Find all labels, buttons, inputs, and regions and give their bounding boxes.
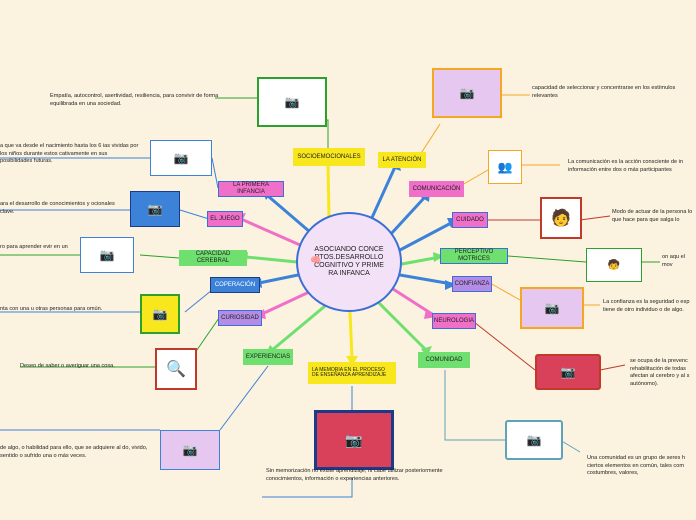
people-icon: 👥 <box>497 160 513 174</box>
spoke-comunicacion <box>388 195 427 237</box>
node-eljuego[interactable]: EL JUEGO <box>207 211 243 227</box>
image-curiosidad[interactable]: 🔍 <box>155 348 197 390</box>
note-memoria: Sin memorización no existe aprendizaje, … <box>266 468 443 482</box>
note-perceptivo: on aqu el mov <box>662 254 686 268</box>
node-comunidad[interactable]: COMUNIDAD <box>418 352 470 368</box>
note-comunicacion: La comunicación es la acción consciente … <box>568 159 684 173</box>
image-capacidad[interactable]: 📷 <box>80 237 134 273</box>
image-experiencias[interactable]: 📷 <box>160 430 220 470</box>
spoke-memoria <box>348 310 354 360</box>
spoke-neurologia <box>391 287 434 316</box>
node-experiencias[interactable]: EXPERIENCIAS <box>243 349 293 365</box>
note-atencion: capacidad de seleccionar y concentrarse … <box>532 85 676 99</box>
note-capacidad: ro para aprender evir en un <box>0 244 68 250</box>
note-curiosidad: Deseo de saber o averiguar una cosa. <box>20 363 115 369</box>
camera-icon: 📷 <box>182 443 198 457</box>
image-primerainfancia[interactable]: 📷 <box>150 140 212 176</box>
note-cuidado: Modo de actuar de la persona lo que hace… <box>612 209 693 223</box>
camera-icon: 📷 <box>152 307 168 321</box>
magnifier-icon: 🔍 <box>166 361 186 378</box>
node-comunicacion[interactable]: COMUNICACIÓN <box>409 181 464 197</box>
image-neurologia[interactable]: 📷 <box>535 354 601 390</box>
note-experiencias: de algo, o habilidad para ello, que se a… <box>0 445 148 459</box>
node-curiosidad[interactable]: CURIOSIDAD <box>218 310 262 326</box>
child-icon: 🧒 <box>607 259 621 271</box>
node-neurologia[interactable]: NEUROLOGIA <box>432 313 476 329</box>
central-topic[interactable]: ASOCIANDO CONCEPTOS.DESARROLLO COGNITIVO… <box>296 212 402 312</box>
spoke-curiosidad <box>260 291 309 316</box>
node-socioemocionales[interactable]: SOCIOEMOCIONALES <box>293 148 365 166</box>
camera-icon: 📷 <box>560 365 576 379</box>
node-cuidado[interactable]: CUIDADO <box>452 212 488 228</box>
image-comunidad[interactable]: 📷 <box>505 420 563 460</box>
image-memoria[interactable]: 📷 <box>314 410 394 470</box>
spoke-experiencias <box>269 304 327 353</box>
note-primerainfancia: a que va desde el nacimiento hasta los 6… <box>0 143 139 165</box>
spoke-coperacion <box>257 273 300 285</box>
spoke-capacidad <box>244 255 299 264</box>
node-perceptivo[interactable]: PERCEPTIVO MOTRICES <box>440 248 508 264</box>
node-capacidad[interactable]: CAPACIDAD CEREBRAL <box>179 250 247 266</box>
node-coperacion[interactable]: COPERACIÓN <box>210 277 260 293</box>
spoke-cuidado <box>398 220 455 252</box>
spoke-socioemocionales <box>326 162 331 220</box>
spoke-eljuego <box>239 217 302 247</box>
image-perceptivo[interactable]: 🧒 <box>586 248 642 282</box>
brain-icon: 🧠 <box>310 255 322 265</box>
camera-icon: 📷 <box>345 431 363 448</box>
camera-icon: 📷 <box>544 301 560 315</box>
spoke-confianza <box>398 273 454 286</box>
camera-icon: 📷 <box>526 433 542 447</box>
image-cuidado[interactable]: 🧑 <box>540 197 582 239</box>
node-confianza[interactable]: CONFIANZA <box>452 276 492 292</box>
spoke-primerainfancia <box>266 194 312 234</box>
note-socioemocionales: Empatía, autocontrol, asertividad, resil… <box>50 93 219 107</box>
image-eljuego[interactable]: 📷 <box>130 191 180 227</box>
camera-icon: 📷 <box>284 95 300 109</box>
tutor-icon: 🧑 <box>551 210 571 227</box>
camera-icon: 📷 <box>459 86 475 100</box>
central-topic-label: ASOCIANDO CONCEPTOS.DESARROLLO COGNITIVO… <box>314 245 384 278</box>
camera-icon: 📷 <box>147 202 163 216</box>
image-socioemocionales[interactable]: 📷 <box>257 77 327 127</box>
spoke-comunidad <box>376 300 430 354</box>
image-comunicacion[interactable]: 👥 <box>488 150 522 184</box>
note-neurologia: se ocupa de la prevenc rehabilitación de… <box>630 358 690 387</box>
image-coperacion[interactable]: 📷 <box>140 294 180 334</box>
note-comunidad: Una comunidad es un grupo de seres h cie… <box>587 455 685 477</box>
camera-icon: 📷 <box>173 151 189 165</box>
node-atencion[interactable]: LA ATENCIÓN <box>378 152 426 168</box>
image-atencion[interactable]: 📷 <box>432 68 502 118</box>
camera-icon: 📷 <box>99 248 115 262</box>
spoke-atencion <box>368 165 397 224</box>
node-memoria[interactable]: LA MEMORIA EN EL PROCESO DE ENSEÑANZA AP… <box>308 362 396 384</box>
note-coperacion: nta con una u otras personas para omún. <box>0 306 103 312</box>
note-confianza: La confianza es la seguridad o esp tiene… <box>603 299 690 313</box>
image-confianza[interactable]: 📷 <box>520 287 584 329</box>
note-eljuego: ara el desarrollo de conocimientos y oci… <box>0 201 115 215</box>
node-primerainfancia[interactable]: LA PRIMERA INFANCIA <box>218 181 284 197</box>
